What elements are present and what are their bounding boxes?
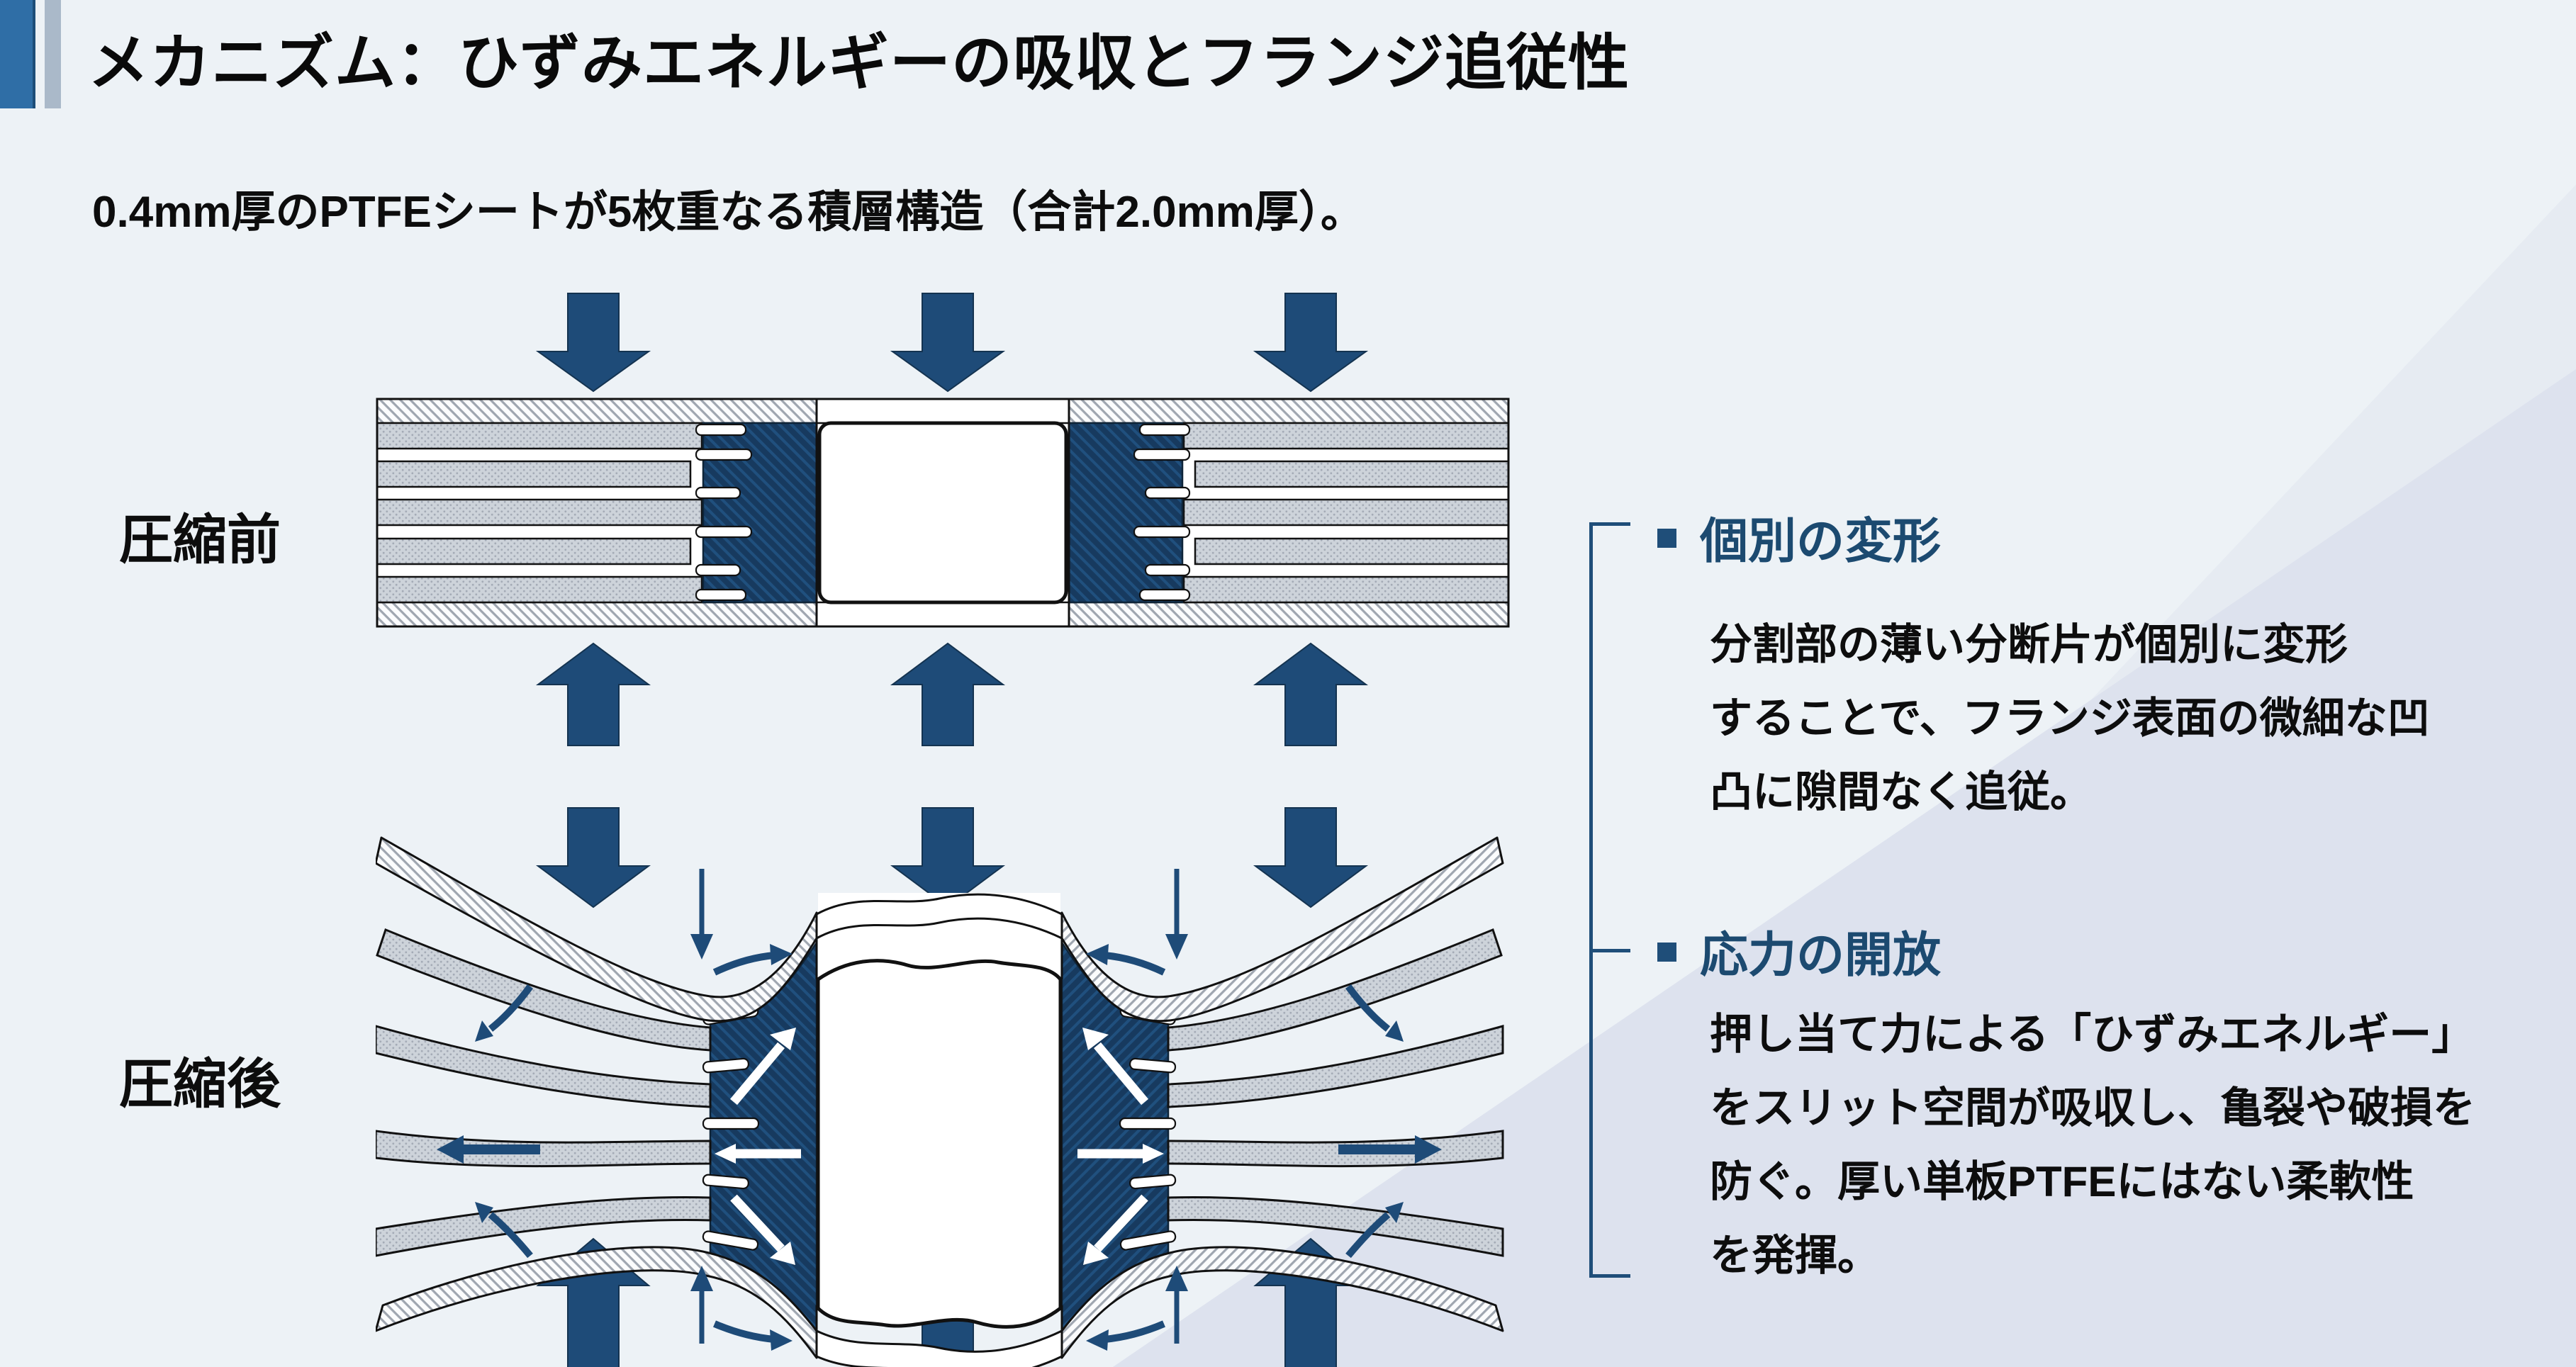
title-block: メカニズム：ひずみエネルギーの吸収とフランジ追従性 [0, 0, 1843, 113]
up-arrow-icon [535, 642, 651, 746]
annotation-body-line: 凸に隙間なく追従。 [1710, 768, 2093, 816]
down-arrow-icon [535, 293, 651, 393]
compression-arrows-down [535, 807, 1369, 908]
ptfe-sheet [376, 1130, 712, 1168]
local-contact-arrows [690, 869, 713, 1344]
down-arrow-icon [890, 807, 1006, 908]
bracket-tick-bottom [1589, 1274, 1630, 1278]
slits-left [695, 423, 753, 602]
bottom-skin-center [815, 1329, 1063, 1367]
bracket-tick-mid [1589, 949, 1630, 952]
title-side-bar [45, 0, 61, 108]
bullet-square-icon [1657, 943, 1676, 962]
slit-space [816, 959, 1063, 1329]
annotation-body-line: 防ぐ。厚い単板PTFEにはない柔軟性 [1710, 1158, 2414, 1205]
down-arrow-icon [535, 807, 651, 908]
bullet-square-icon [1657, 529, 1676, 548]
down-arrow-icon [1253, 807, 1369, 908]
title-accent-bar [0, 0, 35, 108]
annotation-body-2: 押し当て力による「ひずみエネルギー」 をスリット空間が吸収し、亀裂や破損を 防ぐ… [1710, 998, 2475, 1293]
lateral-arrow [437, 1135, 540, 1164]
bracket-tick-top [1589, 522, 1630, 526]
deformed-half-left [376, 836, 818, 1359]
ptfe-sheet [376, 928, 712, 1052]
slit-space-column [815, 399, 1070, 626]
up-arrow-icon [890, 642, 1006, 746]
subtitle: 0.4mm厚のPTFEシートが5枚重なる積層構造（合計2.0mm厚）。 [92, 188, 1365, 237]
slit-space-column [815, 893, 1063, 1367]
down-arrow-icon [890, 293, 1006, 393]
ptfe-sheet [376, 1196, 712, 1257]
after-compression-label: 圧縮後 [119, 1054, 281, 1115]
annotation-heading-2: 応力の開放 [1700, 928, 1942, 982]
before-compression-label: 圧縮前 [119, 510, 281, 570]
ptfe-sheets-left [376, 422, 703, 604]
annotation-body-1: 分割部の薄い分断片が個別に変形 することで、フランジ表面の微細な凹 凸に隙間なく… [1710, 608, 2430, 829]
annotation-body-line: をスリット空間が吸収し、亀裂や破損を [1710, 1084, 2475, 1132]
ptfe-sheets-right [1182, 422, 1510, 604]
compression-arrows-up [535, 642, 1369, 746]
before-compression-figure [376, 293, 1510, 746]
after-compression-figure [376, 807, 1510, 1367]
annotation-heading-1: 個別の変形 [1700, 514, 1942, 568]
annotation-bracket [1589, 522, 1593, 1278]
hatched-skin-bottom [376, 1246, 818, 1359]
slits-right [1133, 423, 1191, 602]
rotation-arrows [475, 944, 793, 1351]
ptfe-stack-before [376, 398, 1510, 628]
ptfe-sheet [376, 1025, 712, 1108]
annotation-body-line: することで、フランジ表面の微細な凹 [1710, 694, 2430, 742]
compression-arrows-down [535, 293, 1369, 393]
page-title: メカニズム：ひずみエネルギーの吸収とフランジ追従性 [88, 29, 1630, 97]
down-arrow-icon [1253, 293, 1369, 393]
stress-release-arrows [715, 1028, 801, 1265]
annotation-body-line: 分割部の薄い分断片が個別に変形 [1710, 621, 2348, 668]
annotation-body-line: を発揮。 [1710, 1232, 1880, 1279]
up-arrow-icon [1253, 642, 1369, 746]
slit-space [817, 421, 1068, 604]
annotation-body-line: 押し当て力による「ひずみエネルギー」 [1710, 1011, 2475, 1058]
